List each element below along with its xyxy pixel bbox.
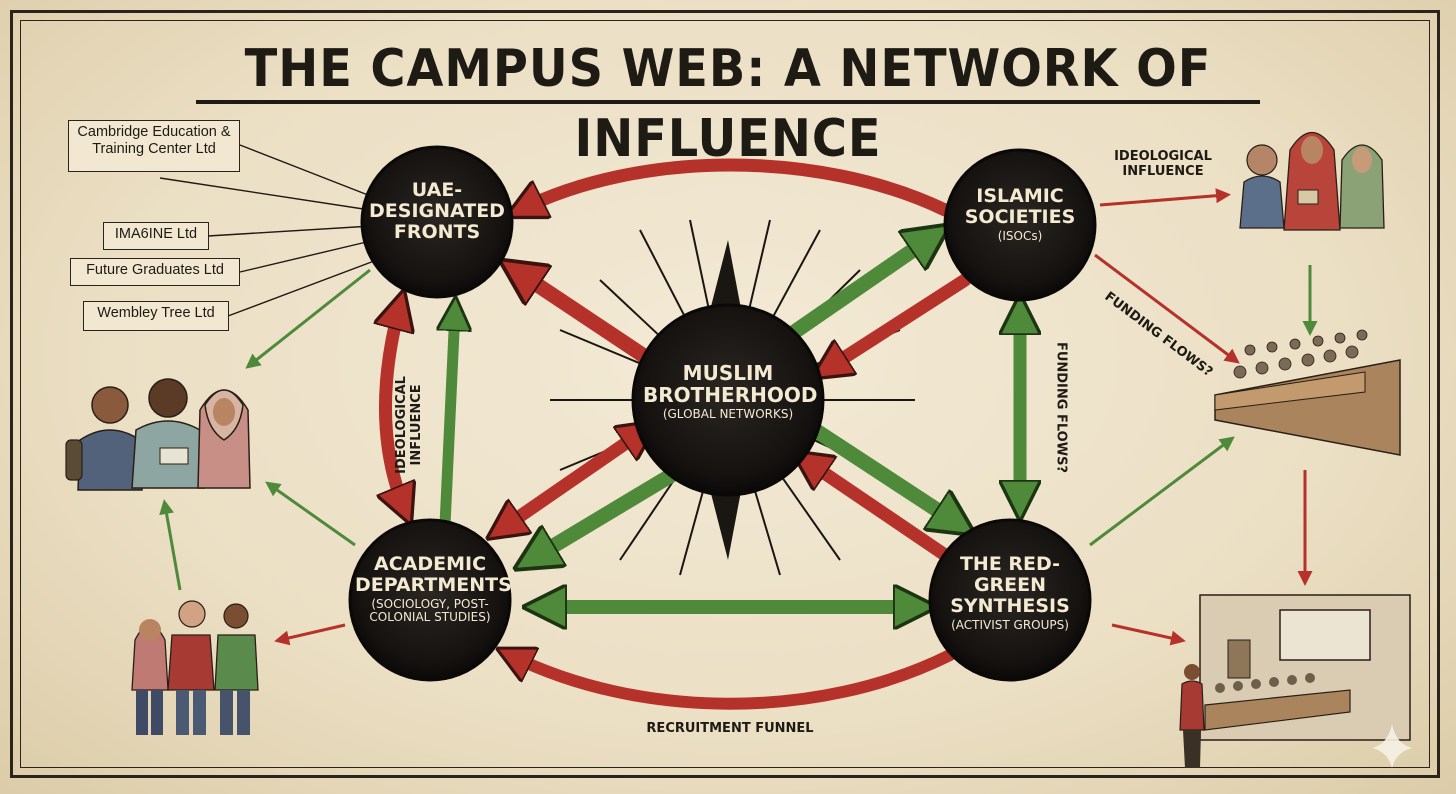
label-ideological-influence-vertical: IDEOLOGICAL INFLUENCE	[395, 355, 425, 495]
arrow-isoc-to-uae	[520, 165, 945, 210]
arrow-center-to-academic	[530, 470, 680, 560]
students-illustration	[66, 379, 250, 490]
arrow-center-academic	[500, 430, 645, 530]
node-center	[633, 305, 823, 495]
arrow-redgreen-to-auditorium	[1112, 625, 1180, 640]
front-company-1: IMA6INE Ltd	[103, 222, 209, 250]
women-illustration	[1240, 133, 1384, 231]
arrow-academic-to-uae	[445, 310, 455, 525]
node-isoc	[945, 150, 1095, 300]
node-redgreen	[930, 520, 1090, 680]
group-illustration	[132, 601, 258, 735]
label-ideological-influence-top: IDEOLOGICAL INFLUENCE	[1108, 150, 1218, 180]
arrow-redgreen-to-academic	[510, 655, 950, 704]
auditorium-illustration	[1180, 595, 1410, 768]
arrow-isoc-to-women	[1100, 195, 1225, 205]
node-academic	[350, 520, 510, 680]
arrow-uae-to-students	[250, 270, 370, 365]
arrow-redgreen-to-lecture	[1090, 440, 1230, 545]
node-uae	[362, 147, 512, 297]
front-company-2: Future Graduates Ltd	[70, 258, 240, 286]
label-funding-flows-vertical: FUNDING FLOWS?	[1053, 337, 1068, 477]
arrow-academic-to-students	[270, 485, 355, 545]
front-company-3: Wembley Tree Ltd	[83, 301, 229, 331]
arrow-academic-to-group	[280, 625, 345, 640]
lecture-hall-illustration	[1215, 330, 1400, 455]
front-company-0: Cambridge Education & Training Center Lt…	[68, 120, 240, 172]
label-recruitment-funnel: RECRUITMENT FUNNEL	[645, 722, 815, 737]
arrow-group-to-students	[165, 505, 180, 590]
arrow-center-to-uae	[515, 270, 650, 360]
